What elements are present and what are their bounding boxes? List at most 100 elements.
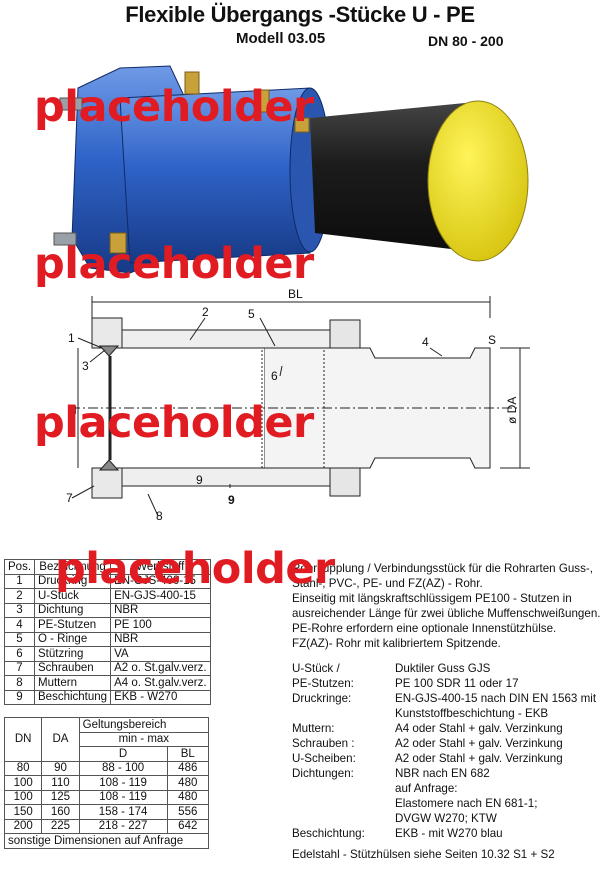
dim-label-d: d: [70, 403, 77, 417]
dim-da: 225: [41, 818, 80, 834]
product-photo: [53, 65, 529, 274]
part-pos: 8: [3, 675, 36, 691]
dim-d: 218 - 227: [78, 818, 168, 834]
watermark-text: placeholder: [55, 544, 335, 594]
spec-label: U-Scheiben:: [292, 752, 356, 765]
dim-da: 90: [41, 760, 80, 776]
technical-drawing: BL 1 2 3 4 5 6 7 8 9 9 S ø DA d: [66, 288, 530, 523]
description: Rohrkupplung / Verbindungsstück für die …: [292, 561, 600, 651]
description-line: FZ(AZ)- Rohr mit kalibriertem Spitzende.: [292, 637, 501, 650]
callout-9: 9: [228, 493, 235, 507]
spec-row: Schrauben : A2 oder Stahl + galv. Verzink…: [292, 736, 597, 751]
col-min-max: min - max: [78, 731, 210, 747]
spec-value: EKB - mit W270 blau: [395, 827, 503, 840]
spec-label: [292, 796, 395, 811]
dim-dn: 100: [3, 775, 43, 791]
dim-dn: 200: [3, 818, 43, 834]
description-line: ausreichender Länge für zwei übliche Muf…: [292, 607, 600, 620]
dn-range: DN 80 - 200: [428, 33, 504, 49]
spec-row: Druckringe: EN-GJS-400-15 nach DIN EN 156…: [292, 691, 597, 706]
callout-6: 6: [271, 369, 278, 383]
col-pos: Pos.: [3, 559, 36, 575]
part-pos: 2: [3, 588, 36, 604]
description-line: Rohrkupplung / Verbindungsstück für die …: [292, 562, 593, 575]
part-material: NBR: [110, 602, 211, 618]
spec-value: Elastomere nach EN 681-1;: [395, 797, 538, 810]
spec-value: DVGW W270; KTW: [395, 812, 497, 825]
page-title: Flexible Übergangs -Stücke U - PE: [125, 2, 475, 27]
part-material: EKB - W270: [110, 689, 211, 705]
dim-bl: 556: [166, 804, 210, 820]
spec-value: auf Anfrage:: [395, 782, 458, 795]
footer-note: Edelstahl - Stützhülsen siehe Seiten 10.…: [292, 848, 555, 861]
spec-row: Kunststoffbeschichtung - EKB: [292, 706, 597, 721]
part-material: EN-GJS-400-15: [110, 573, 211, 589]
part-name: O - Ringe: [34, 631, 112, 647]
part-name: Stützring: [34, 646, 112, 662]
dim-d: 88 - 100: [78, 760, 168, 776]
part-pos: 4: [3, 617, 36, 633]
watermark-text: placeholder: [34, 398, 314, 448]
spec-label: Muttern:: [292, 722, 335, 735]
callout-1: 1: [68, 331, 75, 345]
callout-4: 4: [422, 335, 429, 349]
spec-row: Elastomere nach EN 681-1;: [292, 796, 597, 811]
spec-label: Beschichtung:: [292, 827, 365, 840]
spec-value: PE 100 SDR 11 oder 17: [395, 677, 519, 690]
part-pos: 9: [3, 689, 36, 705]
callout-5: 5: [248, 307, 255, 321]
spec-value: Kunststoffbeschichtung - EKB: [395, 707, 549, 720]
spec-row: Muttern:A4 oder Stahl + galv. Verzinkung: [292, 721, 597, 736]
description-line: Stahl-, PVC-, PE- und FZ(AZ) - Rohr.: [292, 577, 483, 590]
callout-9b: 9: [196, 473, 203, 487]
dim-d: 108 - 119: [78, 789, 168, 805]
callout-8: 8: [156, 509, 163, 523]
spec-row: U-Scheiben:A2 oder Stahl + galv. Verzink…: [292, 751, 597, 766]
spec-label: Druckringe:: [292, 692, 352, 705]
spec-row: Beschichtung: EKB - mit W270 blau: [292, 826, 597, 841]
spec-label: PE-Stutzen:: [292, 677, 354, 690]
part-pos: 3: [3, 602, 36, 618]
part-pos: 1: [3, 573, 36, 589]
dim-label-da: ø DA: [505, 397, 519, 424]
dim-d: 108 - 119: [78, 775, 168, 791]
spec-value: NBR nach EN 682: [395, 767, 490, 780]
part-material: NBR: [110, 631, 211, 647]
part-material: A4 o. St.galv.verz.: [110, 675, 211, 691]
spec-label: U-Stück /: [292, 662, 340, 675]
dim-dn: 100: [3, 789, 43, 805]
dim-d: 158 - 174: [78, 804, 168, 820]
spec-label: Dichtungen:: [292, 767, 354, 780]
callout-7: 7: [66, 491, 73, 505]
part-pos: 5: [3, 631, 36, 647]
specifications: U-Stück / Duktiler Guss GJS PE-Stutzen: PE …: [292, 661, 597, 841]
spec-row: DVGW W270; KTW: [292, 811, 597, 826]
spec-value: A2 oder Stahl + galv. Verzinkung: [395, 737, 563, 750]
col-geltungsbereich: Geltungsbereich: [78, 717, 210, 733]
spec-value: Duktiler Guss GJS: [395, 662, 491, 675]
table-header-row: DN DA Geltungsbereich: [3, 717, 210, 762]
spec-label: Schrauben :: [292, 737, 355, 750]
col-d: D: [78, 746, 168, 762]
table-footer-row: sonstige Dimensionen auf Anfrage: [4, 833, 209, 849]
dim-label-s: S: [488, 333, 496, 347]
dim-da: 110: [41, 775, 80, 791]
spec-value: EN-GJS-400-15 nach DIN EN 1563 mit: [395, 692, 597, 705]
watermark-text: placeholder: [34, 82, 314, 132]
dim-bl: 480: [166, 775, 210, 791]
part-name: Muttern: [34, 675, 112, 691]
part-name: Beschichtung: [34, 689, 112, 705]
dim-dn: 150: [3, 804, 43, 820]
dim-da: 125: [41, 789, 80, 805]
part-material: PE 100: [110, 617, 211, 633]
